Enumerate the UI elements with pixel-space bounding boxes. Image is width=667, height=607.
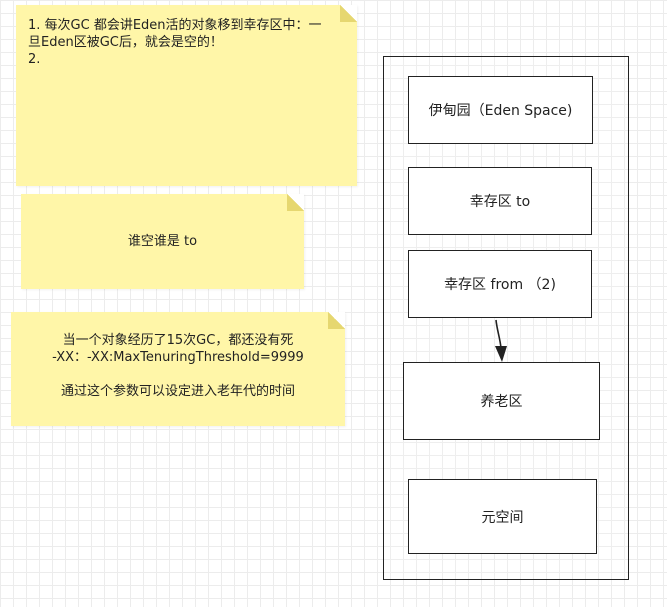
note-1-line-2: 旦Eden区被GC后，就会是空的！ (28, 35, 223, 50)
note-fold-corner (340, 5, 357, 22)
old-generation-label: 养老区 (480, 394, 523, 410)
note-fold-corner (287, 194, 304, 211)
note-fold-corner (328, 312, 345, 329)
sticky-note-survivor-to[interactable]: 谁空谁是 to (21, 194, 304, 289)
note-3-line-2: -XX：-XX:MaxTenuringThreshold=9999 (52, 350, 304, 365)
note-3-line-1: 当一个对象经历了15次GC，都还没有死 (62, 333, 294, 348)
survivor-from-label: 幸存区 from （2) (444, 277, 556, 293)
note-1-line-1: 1. 每次GC 都会讲Eden活的对象移到幸存区中：一 (28, 18, 322, 33)
survivor-to-label: 幸存区 to (469, 194, 531, 210)
eden-space-label: 伊甸园（Eden Space) (428, 103, 573, 119)
note-3-line-3 (11, 366, 345, 383)
survivor-to-box[interactable]: 幸存区 to (408, 167, 592, 235)
old-generation-box[interactable]: 养老区 (403, 362, 600, 440)
note-3-line-4: 通过这个参数可以设定进入老年代的时间 (60, 384, 295, 399)
survivor-from-box[interactable]: 幸存区 from （2) (408, 250, 592, 318)
note-1-line-3: 2. (28, 52, 41, 67)
metaspace-box[interactable]: 元空间 (408, 479, 597, 554)
sticky-note-tenuring-threshold[interactable]: 当一个对象经历了15次GC，都还没有死 -XX：-XX:MaxTenuringT… (11, 312, 345, 426)
sticky-note-gc-eden[interactable]: 1. 每次GC 都会讲Eden活的对象移到幸存区中：一 旦Eden区被GC后，就… (16, 5, 357, 186)
note-2-text: 谁空谁是 to (127, 234, 198, 249)
metaspace-label: 元空间 (481, 509, 524, 526)
eden-space-box[interactable]: 伊甸园（Eden Space) (408, 76, 593, 144)
